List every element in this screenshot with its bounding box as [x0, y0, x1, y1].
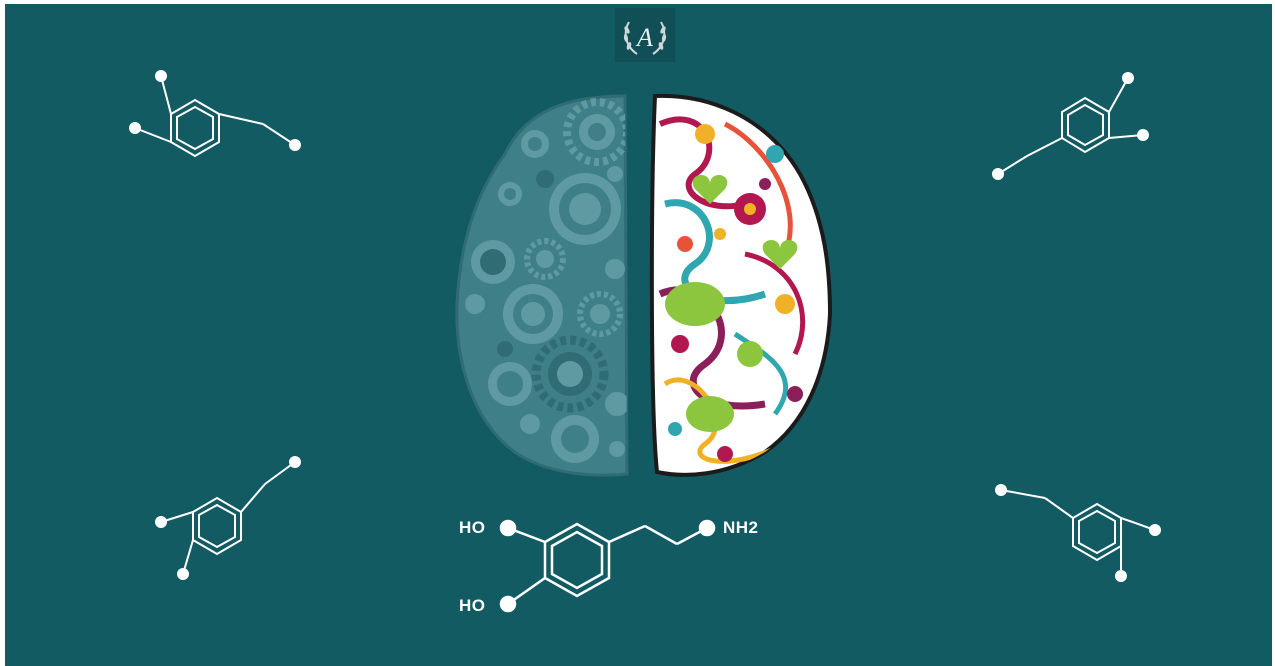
swirl-pattern — [658, 116, 806, 464]
laurel-wreath-icon: A — [623, 21, 667, 55]
gear-icon — [503, 284, 563, 344]
gear-icon — [563, 98, 627, 166]
molecule-bottom-right — [995, 484, 1161, 582]
gear-icon — [488, 362, 532, 406]
molecule-top-right — [992, 72, 1149, 180]
gear-icon — [577, 291, 623, 337]
molecule-bottom-left — [155, 456, 301, 580]
logo-badge: A — [615, 8, 675, 62]
creative-hemisphere — [649, 93, 833, 477]
gears-group — [465, 98, 627, 463]
gear-icon — [531, 335, 609, 413]
molecule-top-left — [129, 70, 301, 158]
hydroxyl-label-top: HO — [459, 518, 486, 537]
logic-hemisphere — [455, 94, 629, 477]
dopamine-molecule — [499, 519, 716, 613]
gear-icon — [471, 240, 515, 284]
gear-icon — [521, 130, 549, 158]
illustration-canvas: A — [5, 4, 1272, 666]
artwork — [129, 70, 1161, 613]
hydroxyl-label-bottom: HO — [459, 596, 486, 615]
amine-label: NH2 — [723, 518, 759, 537]
gear-icon — [551, 415, 599, 463]
gear-icon — [524, 238, 566, 280]
logo-letter: A — [635, 23, 653, 52]
gear-icon — [498, 182, 522, 206]
gear-icon — [549, 173, 621, 245]
gear-icon — [465, 166, 627, 457]
